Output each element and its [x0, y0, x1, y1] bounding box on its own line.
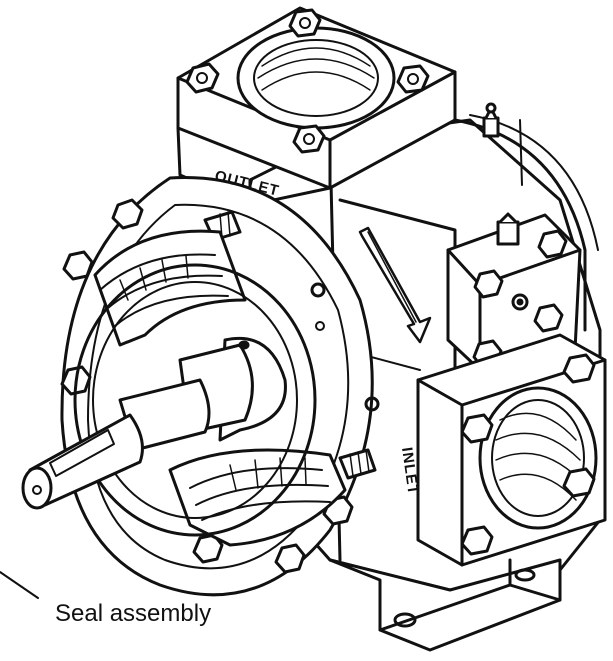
- inlet-bolt-3: [460, 525, 494, 556]
- inlet-flange: [416, 333, 607, 567]
- inlet-marking: INLET: [398, 446, 422, 496]
- seal-assembly-label: Seal assembly: [55, 600, 211, 627]
- bore-ring: [73, 263, 317, 537]
- cover-bolt-4: [533, 303, 564, 333]
- grease-fitting: [482, 102, 500, 138]
- mounting-foot: [328, 558, 562, 652]
- inlet-bolt-2: [562, 353, 596, 384]
- outlet-bolt-4: [292, 124, 326, 154]
- inlet-bolt-4: [562, 467, 596, 498]
- rotation-arrow: [358, 226, 432, 344]
- outlet-bolt-3: [396, 64, 430, 94]
- callout-leader: [0, 571, 39, 599]
- adjusting-screw-bottom: [338, 448, 377, 480]
- inlet-bolt-1: [460, 413, 494, 444]
- outlet-bolt-1: [288, 8, 322, 38]
- outlet-bolt-2: [185, 62, 220, 94]
- cover-bolt-1: [473, 269, 504, 299]
- outlet-flange: [176, 6, 457, 207]
- seal-cage-lower: [168, 448, 347, 547]
- pump-shaft: [21, 336, 287, 510]
- cover-bolt-2: [537, 229, 568, 259]
